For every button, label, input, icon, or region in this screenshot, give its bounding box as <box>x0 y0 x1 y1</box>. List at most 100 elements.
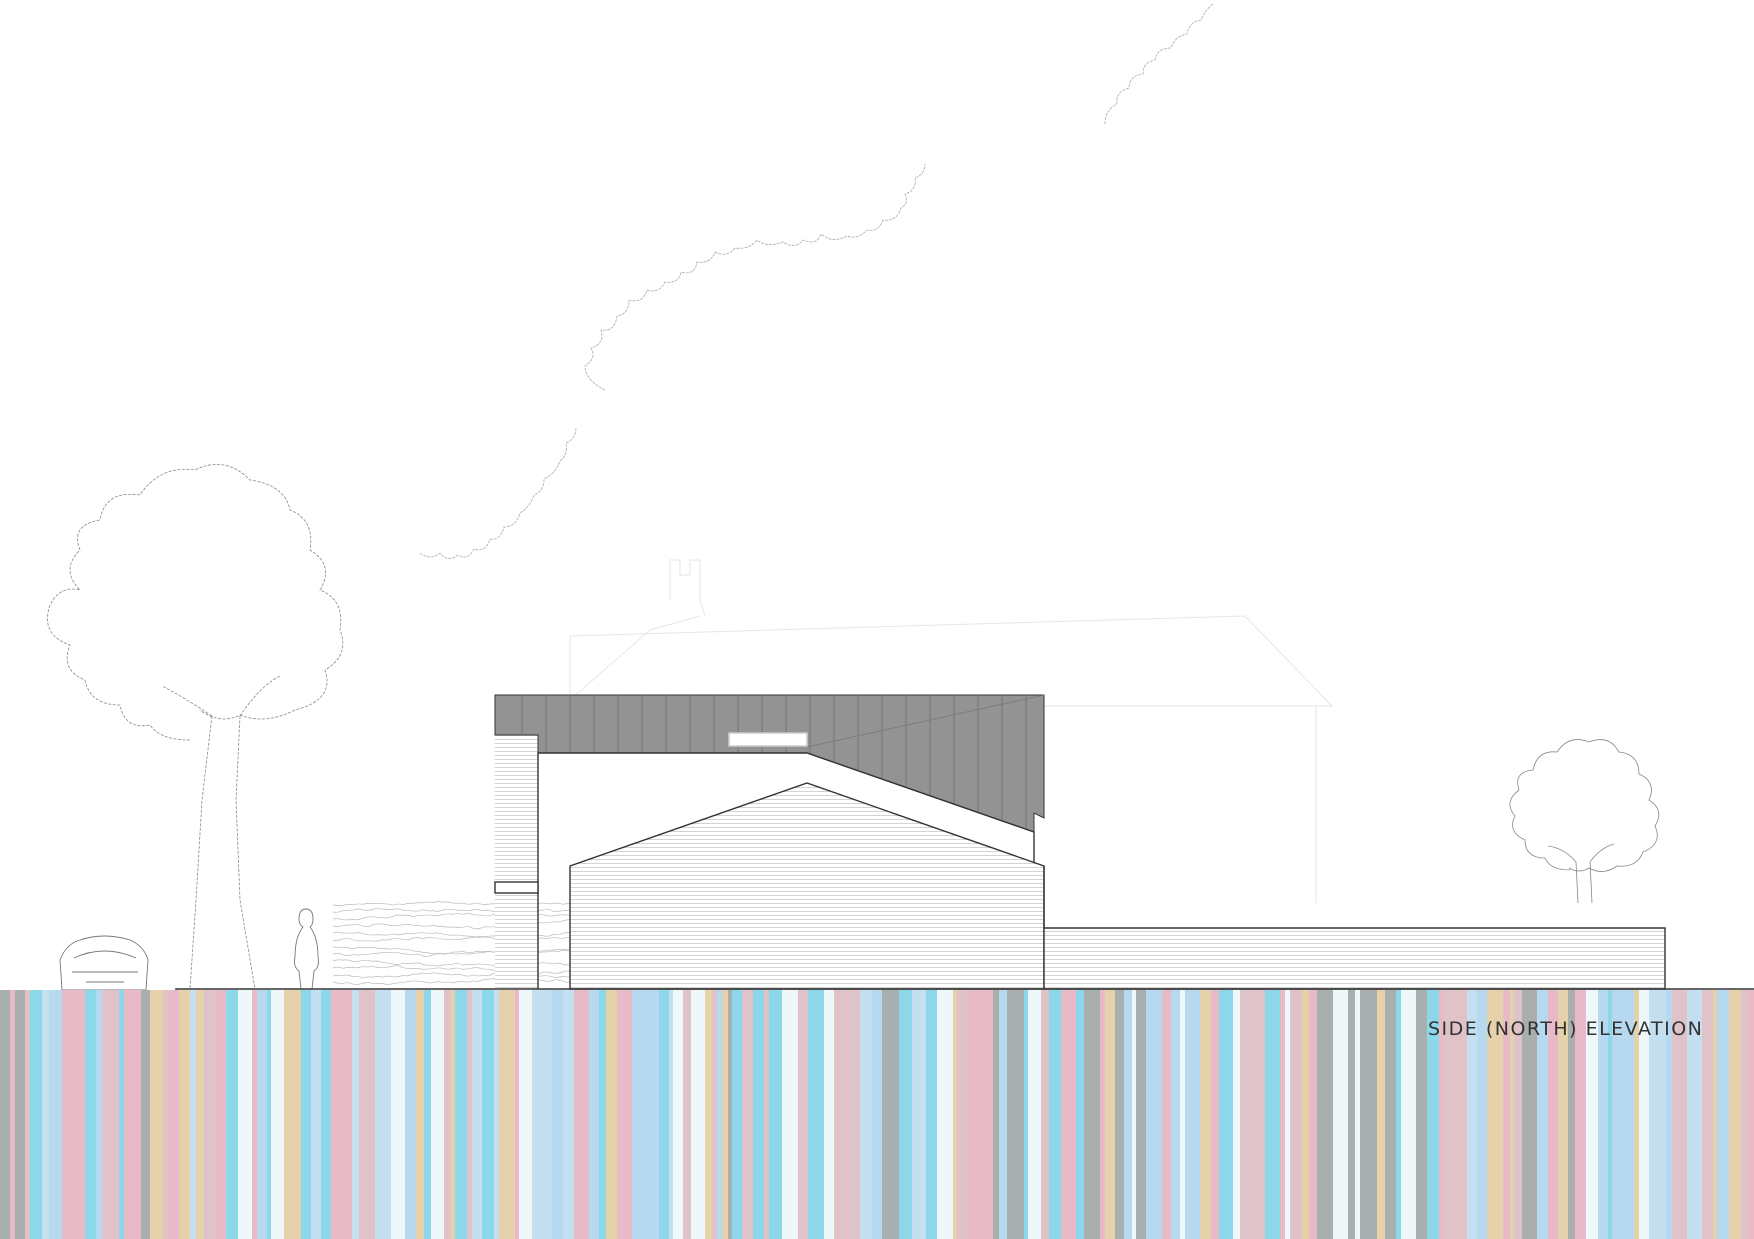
stripe <box>163 990 170 1239</box>
stripe <box>834 990 850 1239</box>
stripe <box>119 990 125 1239</box>
stripe <box>1302 990 1310 1239</box>
stripe <box>937 990 954 1239</box>
stripe <box>1575 990 1587 1239</box>
stripe <box>1608 990 1613 1239</box>
stripe <box>1385 990 1397 1239</box>
stripe <box>226 990 239 1239</box>
stripe <box>1487 990 1504 1239</box>
stripe <box>1280 990 1286 1239</box>
stripe <box>610 990 618 1239</box>
stripe <box>271 990 285 1239</box>
stripe <box>1713 990 1718 1239</box>
stripe <box>1537 990 1549 1239</box>
stripe <box>691 990 706 1239</box>
stripe <box>1444 990 1454 1239</box>
stripe <box>1240 990 1257 1239</box>
stripe <box>1612 990 1623 1239</box>
stripe <box>1185 990 1201 1239</box>
stripe <box>1522 990 1538 1239</box>
stripe <box>1115 990 1125 1239</box>
stripe <box>472 990 483 1239</box>
background-house <box>569 559 1334 903</box>
stripe <box>1041 990 1050 1239</box>
stripe <box>1034 990 1042 1239</box>
stripe <box>1146 990 1163 1239</box>
stripe <box>391 990 406 1239</box>
stripe <box>141 990 151 1239</box>
stripe <box>451 990 456 1239</box>
stripe <box>732 990 743 1239</box>
stripe <box>1360 990 1378 1239</box>
stripe <box>431 990 445 1239</box>
stripe <box>650 990 660 1239</box>
stripe <box>808 990 825 1239</box>
stripe <box>352 990 360 1239</box>
stripe <box>673 990 684 1239</box>
stripe <box>617 990 633 1239</box>
stripe <box>1124 990 1133 1239</box>
stripe <box>532 990 546 1239</box>
stripe <box>1453 990 1468 1239</box>
tree-left <box>47 464 344 990</box>
stripe <box>545 990 553 1239</box>
stripe <box>301 990 312 1239</box>
stripe <box>321 990 332 1239</box>
stripe <box>1401 990 1417 1239</box>
stripe <box>1639 990 1650 1239</box>
stripe <box>1672 990 1688 1239</box>
stripe <box>953 990 958 1239</box>
stripe <box>1132 990 1137 1239</box>
stripe <box>338 990 353 1239</box>
stripe <box>1586 990 1599 1239</box>
stripe <box>1171 990 1181 1239</box>
stripe <box>872 990 883 1239</box>
stripe <box>659 990 670 1239</box>
stripe <box>926 990 938 1239</box>
stripe <box>632 990 639 1239</box>
stripe <box>482 990 495 1239</box>
side-tower <box>495 735 538 989</box>
stripe <box>824 990 835 1239</box>
stripe <box>257 990 268 1239</box>
stripe <box>558 990 564 1239</box>
stripe <box>1514 990 1523 1239</box>
stripe <box>62 990 73 1239</box>
stripe <box>967 990 981 1239</box>
stripe <box>49 990 63 1239</box>
stripe <box>764 990 770 1239</box>
stripe <box>1477 990 1488 1239</box>
stripe <box>1377 990 1386 1239</box>
stripe <box>1285 990 1291 1239</box>
stripe <box>1219 990 1234 1239</box>
stripe <box>1439 990 1445 1239</box>
stripe <box>190 990 197 1239</box>
stripe <box>179 990 191 1239</box>
stripe <box>1211 990 1220 1239</box>
stripe <box>216 990 227 1239</box>
stripe <box>1084 990 1101 1239</box>
stripe <box>717 990 723 1239</box>
stripe <box>85 990 97 1239</box>
stripe <box>1510 990 1515 1239</box>
tree-right <box>1509 739 1660 904</box>
stripe <box>912 990 927 1239</box>
stripe <box>1396 990 1402 1239</box>
stripe <box>375 990 392 1239</box>
stripe <box>574 990 590 1239</box>
drawing-title: SIDE (NORTH) ELEVATION <box>1428 1018 1704 1040</box>
stripe <box>1136 990 1147 1239</box>
stripe <box>1256 990 1266 1239</box>
stripe <box>467 990 473 1239</box>
stripe <box>669 990 674 1239</box>
stripe <box>1741 990 1750 1239</box>
stripe <box>1348 990 1356 1239</box>
stripe <box>405 990 417 1239</box>
stripe <box>515 990 520 1239</box>
stripe <box>267 990 272 1239</box>
stripe <box>1265 990 1281 1239</box>
stripe <box>284 990 302 1239</box>
low-wing <box>1043 927 1666 990</box>
stripe <box>980 990 994 1239</box>
